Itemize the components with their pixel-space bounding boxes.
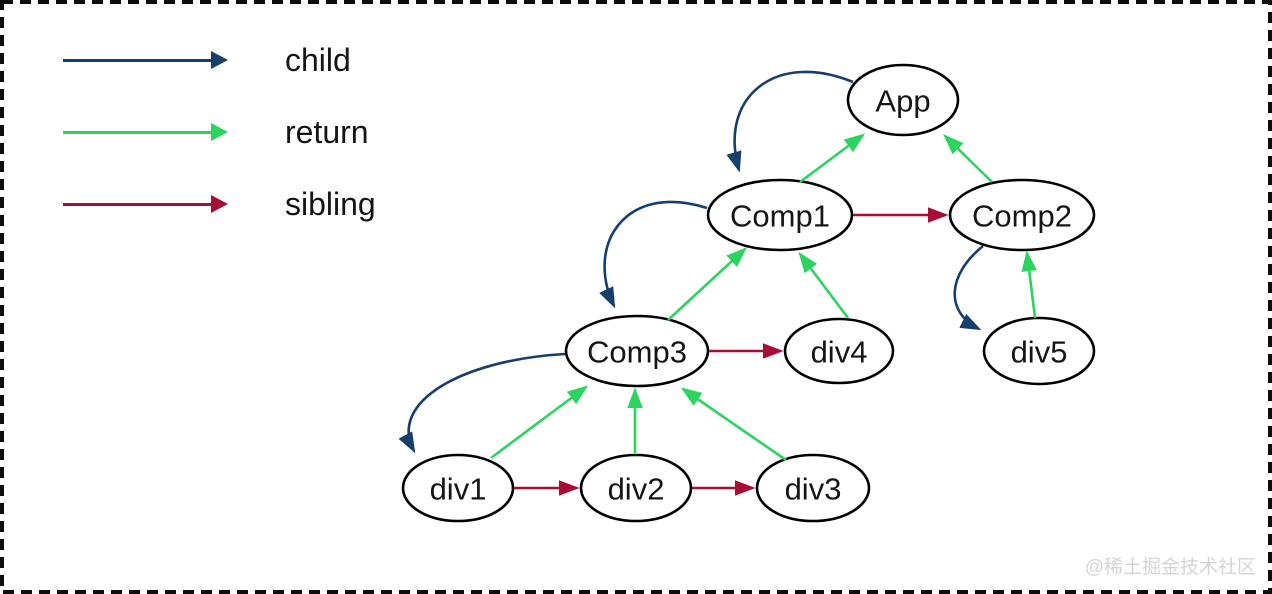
- node-label-App: App: [875, 84, 930, 119]
- node-Comp1: Comp1: [706, 178, 854, 252]
- node-div5: div5: [982, 316, 1096, 386]
- legend-item-child: child: [63, 24, 376, 96]
- edge-return-div3-Comp3: [680, 387, 787, 462]
- return-arrow-icon: [63, 123, 228, 141]
- child-arrow-icon: [63, 51, 228, 69]
- node-div1: div1: [401, 453, 515, 523]
- edges-layer: [398, 70, 1037, 496]
- node-div2: div2: [579, 453, 693, 523]
- arrow-head: [211, 123, 228, 141]
- node-Comp3: Comp3: [564, 314, 710, 388]
- edge-return-div4-Comp1: [798, 251, 850, 319]
- node-Comp2: Comp2: [948, 178, 1096, 252]
- edge-child-App-Comp1: [726, 70, 854, 173]
- edge-return-div1-Comp3: [490, 385, 589, 460]
- edge-return-Comp2-App: [943, 134, 993, 183]
- edge-return-div5-Comp2: [1021, 250, 1037, 319]
- edge-child-Comp1-Comp3: [599, 200, 708, 309]
- arrow-shaft: [63, 202, 212, 206]
- node-label-div5: div5: [1011, 335, 1068, 370]
- edge-return-Comp3-Comp1: [667, 247, 747, 321]
- node-div4: div4: [783, 317, 895, 385]
- node-label-div1: div1: [430, 472, 487, 507]
- legend-item-sibling: sibling: [63, 168, 376, 240]
- legend: child return sibling: [63, 24, 376, 240]
- watermark: @稀土掘金技术社区: [1084, 557, 1256, 578]
- edge-child-Comp2-div5: [953, 244, 984, 331]
- legend-label-return: return: [285, 113, 369, 150]
- sibling-arrow-icon: [63, 195, 228, 213]
- node-label-div3: div3: [785, 472, 842, 507]
- node-div3: div3: [755, 453, 871, 523]
- legend-label-sibling: sibling: [285, 185, 376, 222]
- edge-return-Comp1-App: [799, 133, 866, 184]
- node-label-div4: div4: [811, 335, 868, 370]
- node-label-Comp1: Comp1: [730, 199, 830, 234]
- arrow-head: [211, 51, 228, 69]
- node-App: App: [846, 63, 960, 137]
- node-label-Comp3: Comp3: [587, 335, 687, 370]
- edge-child-Comp3-div1: [398, 352, 566, 454]
- legend-item-return: return: [63, 96, 376, 168]
- node-label-Comp2: Comp2: [972, 199, 1072, 234]
- arrow-head: [211, 195, 228, 213]
- node-label-div2: div2: [608, 472, 665, 507]
- arrow-shaft: [63, 130, 212, 134]
- arrow-shaft: [63, 58, 212, 62]
- legend-label-child: child: [285, 41, 351, 78]
